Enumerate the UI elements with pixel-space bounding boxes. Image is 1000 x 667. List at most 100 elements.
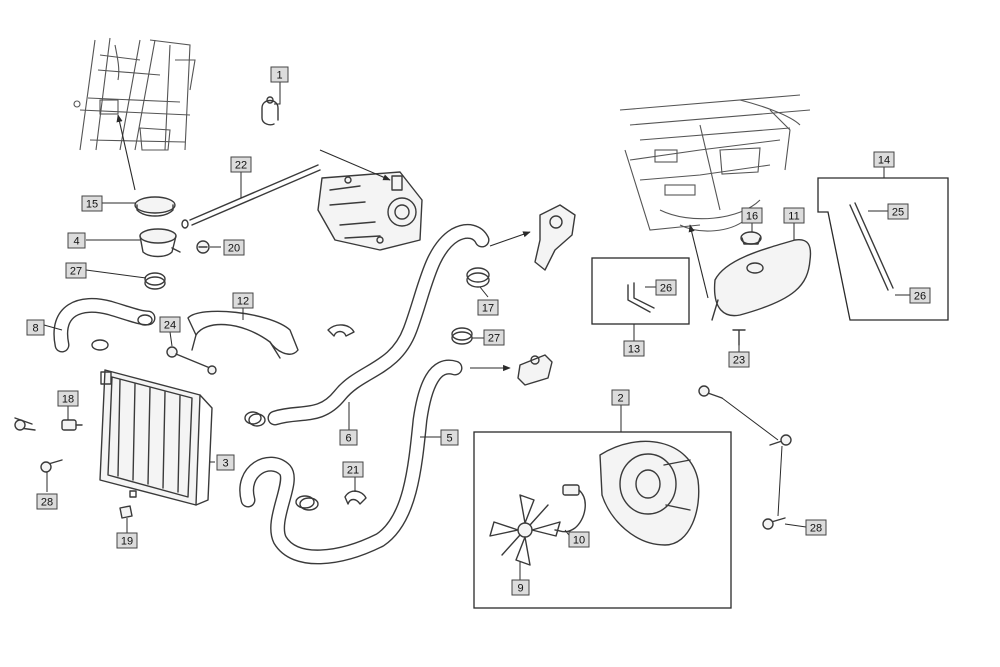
group-box-2 [473,431,732,609]
callout-12: 12 [232,292,254,309]
callout-18: 18 [57,390,79,407]
svg-text:21: 21 [347,465,359,477]
svg-text:11: 11 [788,211,799,223]
callout-14: 14 [873,151,895,168]
clamp-27-center [451,327,473,345]
svg-text:5: 5 [446,433,452,445]
svg-text:10: 10 [573,535,585,547]
svg-text:24: 24 [164,320,176,332]
fastener-23 [732,329,746,346]
svg-text:27: 27 [488,333,500,345]
cap-16 [740,231,762,245]
callout-24: 24 [159,316,181,333]
fan-connector-10 [554,484,586,533]
callout-20: 20 [223,239,245,256]
svg-text:6: 6 [345,433,351,445]
reservoir-11 [711,238,812,321]
svg-text:26: 26 [914,291,926,303]
svg-text:27: 27 [70,266,82,278]
callout-28-right: 28 [805,519,827,536]
svg-text:2: 2 [617,393,623,405]
callout-6: 6 [339,429,358,446]
callout-17: 17 [477,299,499,316]
svg-text:23: 23 [733,355,745,367]
filler-neck-4 [139,228,181,258]
svg-text:15: 15 [86,199,98,211]
clip-loose [327,324,355,337]
hose-5 [239,359,463,565]
callout-28-left: 28 [36,493,58,510]
clamp-hose-5 [295,495,319,511]
callout-5: 5 [440,429,459,446]
svg-text:18: 18 [62,394,74,406]
callout-11: 11 [783,207,805,224]
callout-22: 22 [230,156,252,173]
callout-3: 3 [216,454,235,471]
bracket-12 [187,310,299,359]
callout-9: 9 [511,579,530,596]
fan-shroud [599,440,700,546]
svg-text:13: 13 [628,344,640,356]
callout-21: 21 [342,461,364,478]
svg-text:8: 8 [32,323,38,335]
engine-water-pump [317,171,423,251]
callout-25: 25 [887,203,909,220]
pump-housing [534,204,576,271]
hose-6 [267,223,490,426]
frame-section-left [73,37,196,151]
hose-8 [53,297,156,353]
svg-text:26: 26 [660,283,672,295]
thermostat-housing [517,354,553,386]
part-19 [119,505,133,519]
svg-text:9: 9 [517,583,523,595]
svg-text:14: 14 [878,155,890,167]
bolt-24 [166,346,217,375]
svg-text:20: 20 [228,243,240,255]
rod-22 [181,164,321,229]
callout-27-center: 27 [483,329,505,346]
svg-text:3: 3 [222,458,228,470]
clamp-hose-6 [244,411,266,427]
svg-text:28: 28 [41,497,53,509]
svg-text:4: 4 [73,236,79,248]
fan-blade [489,494,561,566]
callout-8: 8 [26,319,45,336]
bolts-28-right [698,385,792,530]
bolts-28-left [14,417,63,473]
clamp-17 [466,267,490,288]
svg-text:25: 25 [892,207,904,219]
svg-text:28: 28 [810,523,822,535]
long-hose-14 [849,202,894,291]
callout-4: 4 [67,232,86,249]
callout-1: 1 [270,66,289,83]
frame-section-right [619,94,811,232]
svg-text:12: 12 [237,296,249,308]
clamp-hose-8 [91,314,153,351]
callout-23: 23 [728,351,750,368]
bolt-20 [196,240,210,254]
clamp-27-left [144,272,166,290]
group-box-13 [591,257,690,325]
svg-text:19: 19 [121,536,133,548]
callout-26-box13: 26 [655,279,677,296]
svg-text:22: 22 [235,160,247,172]
clip-21 [344,490,367,505]
callout-2: 2 [611,389,630,406]
callout-16: 16 [741,207,763,224]
callout-10: 10 [568,531,590,548]
clamp-1 [261,96,279,126]
callout-27-left: 27 [65,262,87,279]
svg-text:16: 16 [746,211,758,223]
radiator [99,369,213,506]
callout-19: 19 [116,532,138,549]
callout-15: 15 [81,195,103,212]
small-hose-13 [627,282,655,313]
svg-text:1: 1 [276,70,282,82]
callout-26-box14: 26 [909,287,931,304]
svg-text:17: 17 [482,303,494,315]
group-box-14 [817,177,949,321]
sensor-18 [61,419,83,431]
callout-13: 13 [623,340,645,357]
radiator-cap-15 [134,196,176,217]
